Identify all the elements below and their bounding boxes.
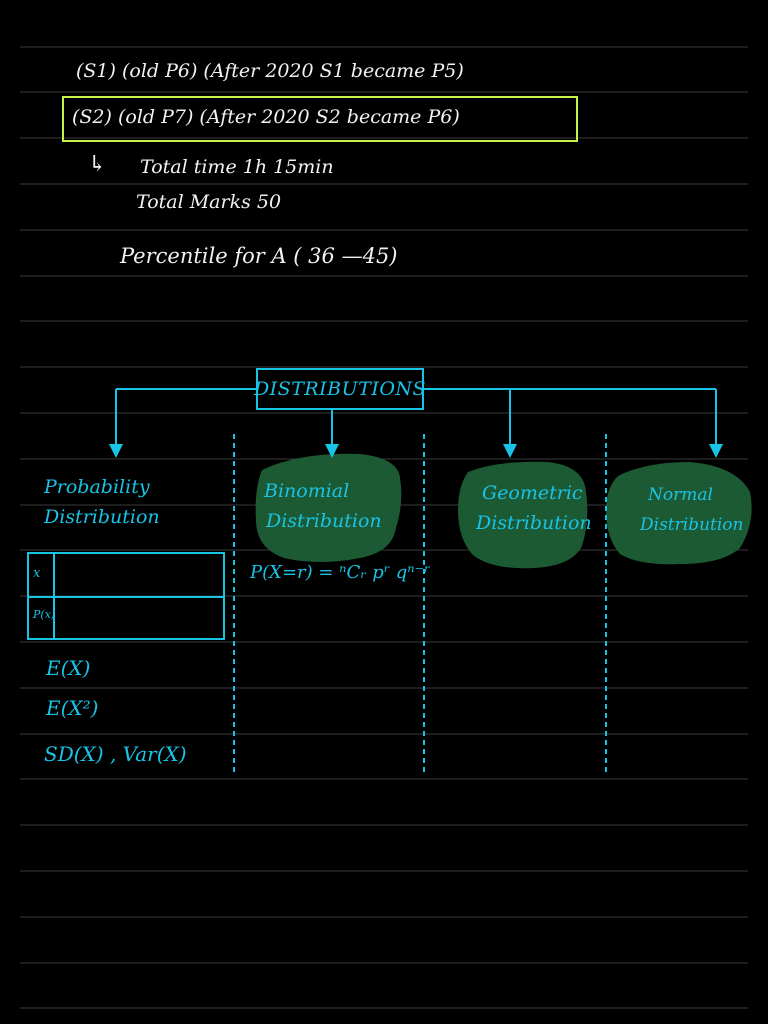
- table-divider: [53, 554, 55, 638]
- expectation-formula: E(X): [46, 656, 91, 680]
- percentile-note: Percentile for A ( 36 —45): [120, 244, 398, 268]
- binomial-formula: P(X=r) = ⁿCᵣ pʳ qⁿ⁻ʳ: [250, 562, 431, 583]
- table-row: P(x): [29, 596, 223, 638]
- highlight-box: [62, 96, 578, 142]
- note-line-s2: (S2) (old P7) (After 2020 S2 became P6): [72, 106, 460, 128]
- expectation-squared-formula: E(X²): [46, 696, 99, 720]
- distributions-title: DISTRIBUTIONS: [254, 368, 426, 410]
- total-marks: Total Marks 50: [136, 191, 282, 213]
- normal-distribution-label: Normal Distribution: [640, 485, 744, 535]
- table-row: x: [29, 554, 223, 598]
- sd-var-formula: SD(X) , Var(X): [44, 742, 187, 766]
- binomial-distribution-label: Binomial Distribution: [264, 480, 382, 532]
- geometric-distribution-label: Geometric Distribution: [476, 482, 592, 534]
- probability-distribution-label: Probability Distribution: [44, 476, 160, 528]
- arrow-icon: ↳: [88, 152, 107, 177]
- total-time: Total time 1h 15min: [140, 156, 334, 178]
- table-row-label-px: P(x): [33, 608, 56, 621]
- table-row-label-x: x: [33, 566, 41, 581]
- probability-table: x P(x): [27, 552, 225, 640]
- note-line-s1: (S1) (old P6) (After 2020 S1 became P5): [76, 60, 464, 82]
